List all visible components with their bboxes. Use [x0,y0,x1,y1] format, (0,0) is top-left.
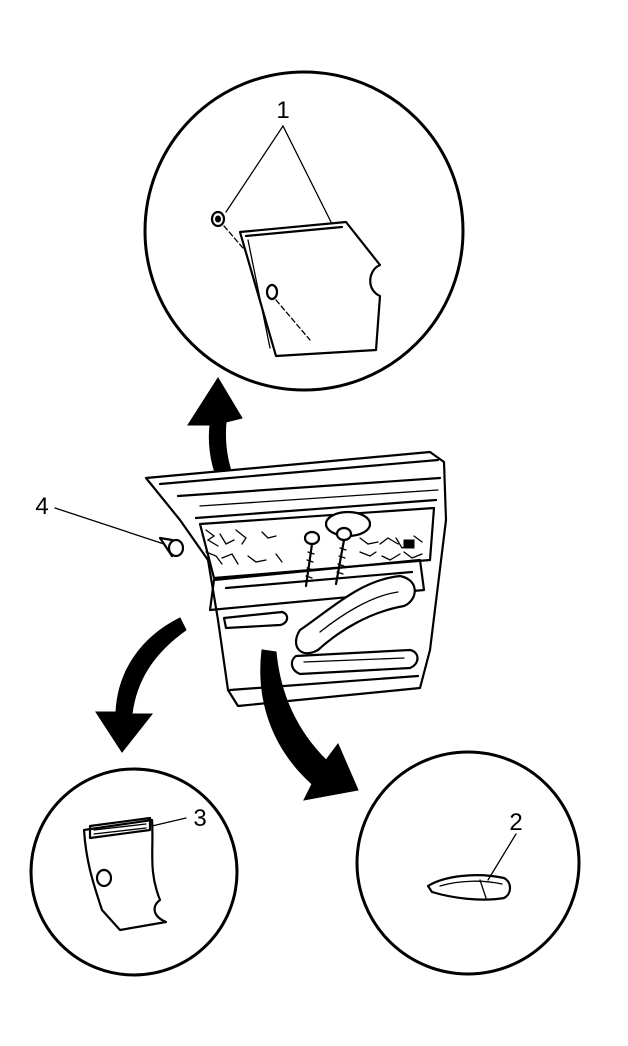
side-trim-piece [82,816,168,932]
arrow-to-bottom-right-detail [260,649,359,801]
edge-fastener: 4 [35,493,185,558]
callout-1: 1 [276,97,289,124]
screw-left [303,530,321,588]
textured-insert [205,529,423,565]
detail-circle-bottom-right: 2 [355,750,581,976]
screw-right [334,526,353,586]
callout-2: 2 [509,809,522,836]
arrow-to-bottom-left-detail [95,617,187,753]
door-trim-panel [144,450,448,708]
upper-trim-panel [238,220,382,358]
callout-3: 3 [193,805,206,832]
detail-circle-top: 1 [143,70,465,392]
callout-4: 4 [35,493,48,520]
pull-handle-piece [426,874,512,901]
detail-circle-bottom-left: 3 [29,767,239,977]
